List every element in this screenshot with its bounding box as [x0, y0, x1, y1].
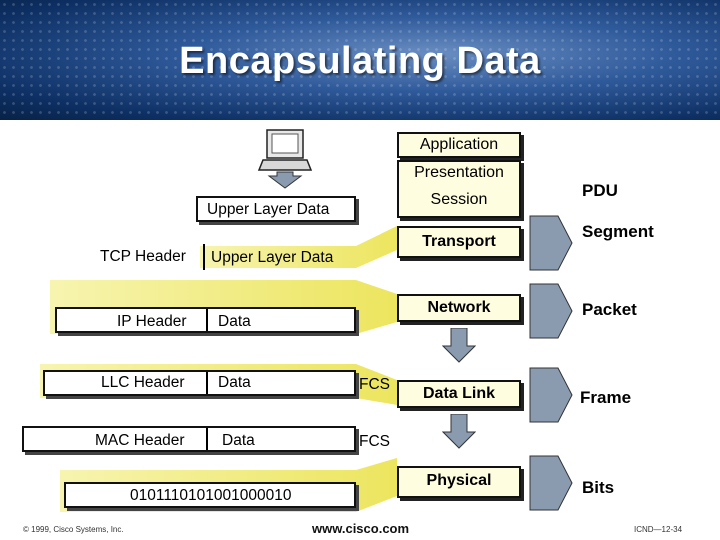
mac-header-label: MAC Header [95, 432, 185, 449]
ip-header-label: IP Header [117, 313, 187, 330]
segment-data-label: Upper Layer Data [211, 249, 334, 266]
right-arrow-icon [529, 367, 573, 423]
upper-layer-data-label: Upper Layer Data [207, 201, 330, 218]
pdu-bits: Bits [582, 478, 615, 497]
pdu-heading: PDU [582, 181, 618, 200]
website-text: www.cisco.com [312, 521, 410, 536]
bits-label: 0101110101001000010 [130, 487, 292, 504]
bits-bar [64, 482, 356, 508]
slide-title: Encapsulating Data [179, 40, 541, 82]
llc-fcs-label: FCS [359, 376, 390, 393]
mac-frame-bar [22, 426, 356, 452]
pdu-packet: Packet [582, 300, 637, 319]
mac-fcs-label: FCS [359, 433, 390, 450]
tcp-header-label: TCP Header [100, 248, 186, 265]
layer-data-link: Data Link [397, 380, 521, 408]
slide-header: Encapsulating Data [0, 0, 720, 120]
mac-data-label: Data [222, 432, 255, 449]
layer-session-label: Session [430, 191, 488, 208]
right-arrow-icon [529, 455, 573, 511]
layer-network: Network [397, 294, 521, 322]
pdu-frame: Frame [580, 388, 632, 407]
layer-application: Application [397, 132, 521, 158]
segment-divider [203, 244, 205, 270]
llc-data-label: Data [218, 374, 251, 391]
llc-frame-bar [43, 370, 356, 396]
header-texture [0, 0, 720, 120]
copyright-text: © 1999, Cisco Systems, Inc. [23, 525, 124, 534]
right-arrow-icon [529, 283, 573, 339]
packet-divider [206, 309, 208, 331]
packet-bar [55, 307, 356, 333]
layer-physical: Physical [397, 466, 521, 498]
llc-divider [206, 372, 208, 394]
pdu-segment: Segment [582, 222, 654, 241]
packet-data-label: Data [218, 313, 251, 330]
layer-presentation: Presentation Session [397, 160, 521, 218]
mac-divider [206, 428, 208, 450]
right-arrow-icon [529, 215, 573, 271]
down-arrow-icon [442, 414, 476, 449]
down-arrow-icon [442, 328, 476, 363]
computer-icon [257, 129, 313, 189]
layer-transport: Transport [397, 226, 521, 258]
wedge-transport [200, 226, 397, 268]
upper-layer-data-bar [196, 196, 356, 222]
llc-header-label: LLC Header [101, 374, 185, 391]
slide-id-text: ICND—12-34 [634, 525, 683, 534]
layer-presentation-label: Presentation [414, 164, 504, 181]
